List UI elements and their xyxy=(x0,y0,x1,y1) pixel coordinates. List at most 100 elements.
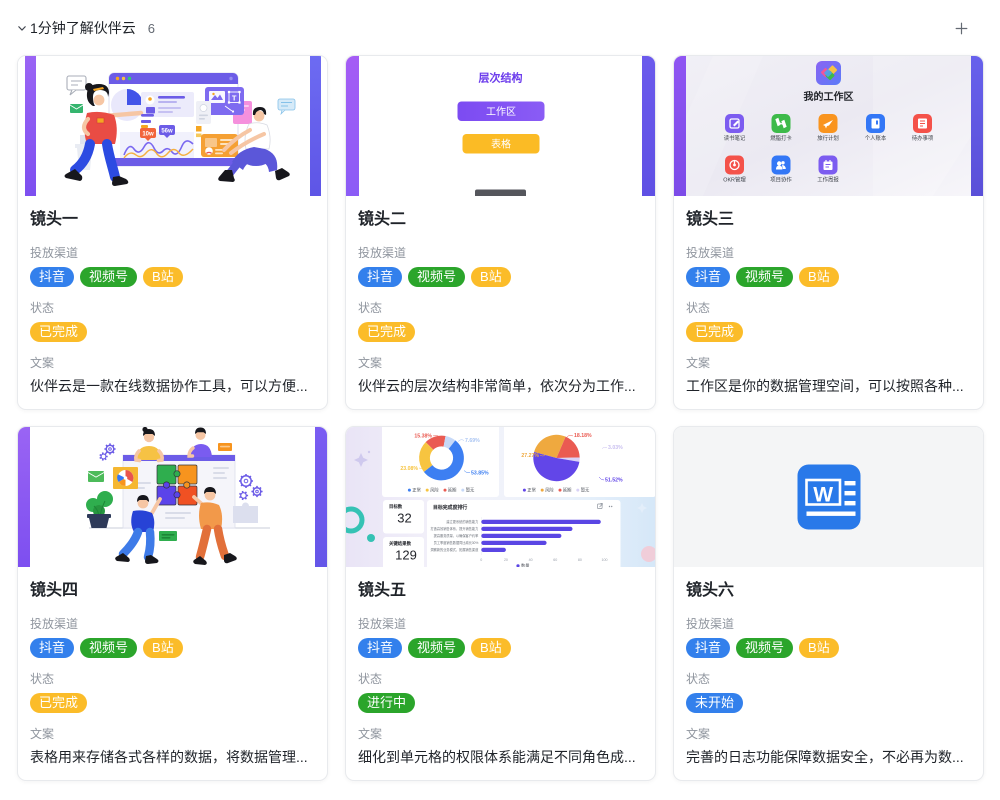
svg-text:60: 60 xyxy=(553,558,557,562)
cover-illustration-people-puzzle xyxy=(18,427,327,567)
channel-tag: 抖音 xyxy=(30,638,75,658)
status-value: 已完成 xyxy=(686,322,971,342)
svg-text:27.27%: 27.27% xyxy=(521,453,539,459)
status-badge: 已完成 xyxy=(30,693,88,713)
word-doc-icon: W xyxy=(797,464,861,530)
svg-text:层次结构: 层次结构 xyxy=(478,71,523,85)
channel-tag: 视频号 xyxy=(736,267,794,287)
channel-tag: 抖音 xyxy=(686,267,731,287)
field-copy: 文案 伙伴云的层次结构非常简单，依次分为工作... xyxy=(358,355,643,396)
svg-text:0: 0 xyxy=(480,558,482,562)
cover-illustration-people-dashboard: 10w 56w T xyxy=(18,56,327,196)
svg-text:延期: 延期 xyxy=(448,487,457,494)
svg-text:80: 80 xyxy=(578,558,582,562)
cover-workspace: 我的工作区 读书笔记 燃脂打卡 旅行计划 个人账本 待办事项 OKR管理 xyxy=(674,56,983,196)
field-label: 文案 xyxy=(686,727,711,741)
svg-text:T: T xyxy=(232,94,237,103)
copy-text: 伙伴云的层次结构非常简单，依次分为工作... xyxy=(358,378,636,394)
card-title[interactable]: 镜头六 xyxy=(686,582,735,599)
stat-panel-key-results: 关键结果数 129 xyxy=(383,537,424,567)
copy-value: 工作区是你的数据管理空间，可以按照各种... xyxy=(686,376,971,396)
card-cover[interactable]: 层次结构 工作区 表格 xyxy=(346,56,655,196)
status-value: 已完成 xyxy=(358,322,643,342)
channel-tag: B站 xyxy=(143,638,183,658)
svg-text:10w: 10w xyxy=(142,132,154,138)
svg-text:OKR管理: OKR管理 xyxy=(723,176,746,184)
copy-text: 工作区是你的数据管理空间，可以按照各种... xyxy=(686,378,964,394)
field-label: 投放渠道 xyxy=(30,246,79,260)
channel-tag: 抖音 xyxy=(30,267,75,287)
cover-analytics-dashboard: 15.38% 7.69% 23.08% 53.85% 正常风险延期暂无 18.1… xyxy=(346,427,655,567)
workspace-app-6: 项目协作 xyxy=(770,155,792,184)
field-label: 文案 xyxy=(358,727,383,741)
field-status: 状态 已完成 xyxy=(358,300,643,342)
svg-text:20: 20 xyxy=(504,558,508,562)
svg-text:15.38%: 15.38% xyxy=(414,434,432,440)
channel-tag: 视频号 xyxy=(408,267,466,287)
add-record-button[interactable] xyxy=(950,17,972,39)
card-cover[interactable]: 10w 56w T xyxy=(18,56,327,196)
plus-icon xyxy=(955,22,967,34)
card-title[interactable]: 镜头三 xyxy=(686,211,735,228)
svg-text:正常: 正常 xyxy=(412,487,421,494)
field-label: 文案 xyxy=(30,727,55,741)
svg-text:延期: 延期 xyxy=(563,487,572,494)
record-card[interactable]: 10w 56w T xyxy=(17,55,328,410)
svg-text:风险: 风险 xyxy=(545,487,554,494)
channel-tag: 视频号 xyxy=(408,638,466,658)
svg-text:7.69%: 7.69% xyxy=(465,438,480,444)
card-cover[interactable] xyxy=(18,427,327,567)
svg-text:正常: 正常 xyxy=(527,487,536,494)
svg-text:关键结果数: 关键结果数 xyxy=(389,540,412,547)
svg-text:目标完成度排行: 目标完成度排行 xyxy=(433,504,467,511)
svg-text:燃脂打卡: 燃脂打卡 xyxy=(770,134,792,142)
field-label: 状态 xyxy=(30,672,55,686)
field-status: 状态 未开始 xyxy=(686,671,971,713)
group-title: 1分钟了解伙伴云 xyxy=(30,20,136,36)
card-title[interactable]: 镜头一 xyxy=(30,211,79,228)
field-label: 投放渠道 xyxy=(686,246,735,260)
svg-text:旅行计划: 旅行计划 xyxy=(817,134,839,142)
copy-text: 完善的日志功能保障数据安全，不必再为数... xyxy=(686,749,964,765)
card-cover[interactable]: W xyxy=(674,427,983,567)
card-title[interactable]: 镜头二 xyxy=(358,211,407,228)
workspace-app-1: 燃脂打卡 xyxy=(770,114,792,142)
field-label: 投放渠道 xyxy=(358,617,407,631)
record-card[interactable]: 15.38% 7.69% 23.08% 53.85% 正常风险延期暂无 18.1… xyxy=(345,426,656,781)
svg-text:32: 32 xyxy=(397,511,411,526)
field-label: 投放渠道 xyxy=(358,246,407,260)
record-card[interactable]: 我的工作区 读书笔记 燃脂打卡 旅行计划 个人账本 待办事项 OKR管理 xyxy=(673,55,984,410)
svg-text:提高服务质量，以确保客户约率: 提高服务质量，以确保客户约率 xyxy=(434,533,479,538)
field-status: 状态 进行中 xyxy=(358,671,643,713)
field-status: 状态 已完成 xyxy=(686,300,971,342)
cover-hierarchy-diagram: 层次结构 工作区 表格 xyxy=(346,56,655,196)
field-label: 文案 xyxy=(30,356,55,370)
card-title[interactable]: 镜头四 xyxy=(30,582,79,599)
svg-text:表格: 表格 xyxy=(491,137,511,150)
card-title[interactable]: 镜头五 xyxy=(358,582,407,599)
field-label: 状态 xyxy=(358,301,383,315)
card-cover[interactable]: 15.38% 7.69% 23.08% 53.85% 正常风险延期暂无 18.1… xyxy=(346,427,655,567)
channel-tag: 抖音 xyxy=(686,638,731,658)
svg-text:打造高效销售体系，提升销售能力: 打造高效销售体系，提升销售能力 xyxy=(430,526,478,531)
card-cover[interactable]: 我的工作区 读书笔记 燃脂打卡 旅行计划 个人账本 待办事项 OKR管理 xyxy=(674,56,983,196)
collapse-group-button[interactable] xyxy=(17,21,27,35)
svg-text:暂无: 暂无 xyxy=(466,487,475,494)
copy-value: 伙伴云的层次结构非常简单，依次分为工作... xyxy=(358,376,643,396)
svg-text:40: 40 xyxy=(529,558,533,562)
field-copy: 文案 表格用来存储各式各样的数据，将数据管理... xyxy=(30,726,315,767)
svg-text:129: 129 xyxy=(395,548,417,563)
channel-tag: B站 xyxy=(471,638,511,658)
copy-value: 完善的日志功能保障数据安全，不必再为数... xyxy=(686,747,971,767)
channel-tag: B站 xyxy=(799,267,839,287)
